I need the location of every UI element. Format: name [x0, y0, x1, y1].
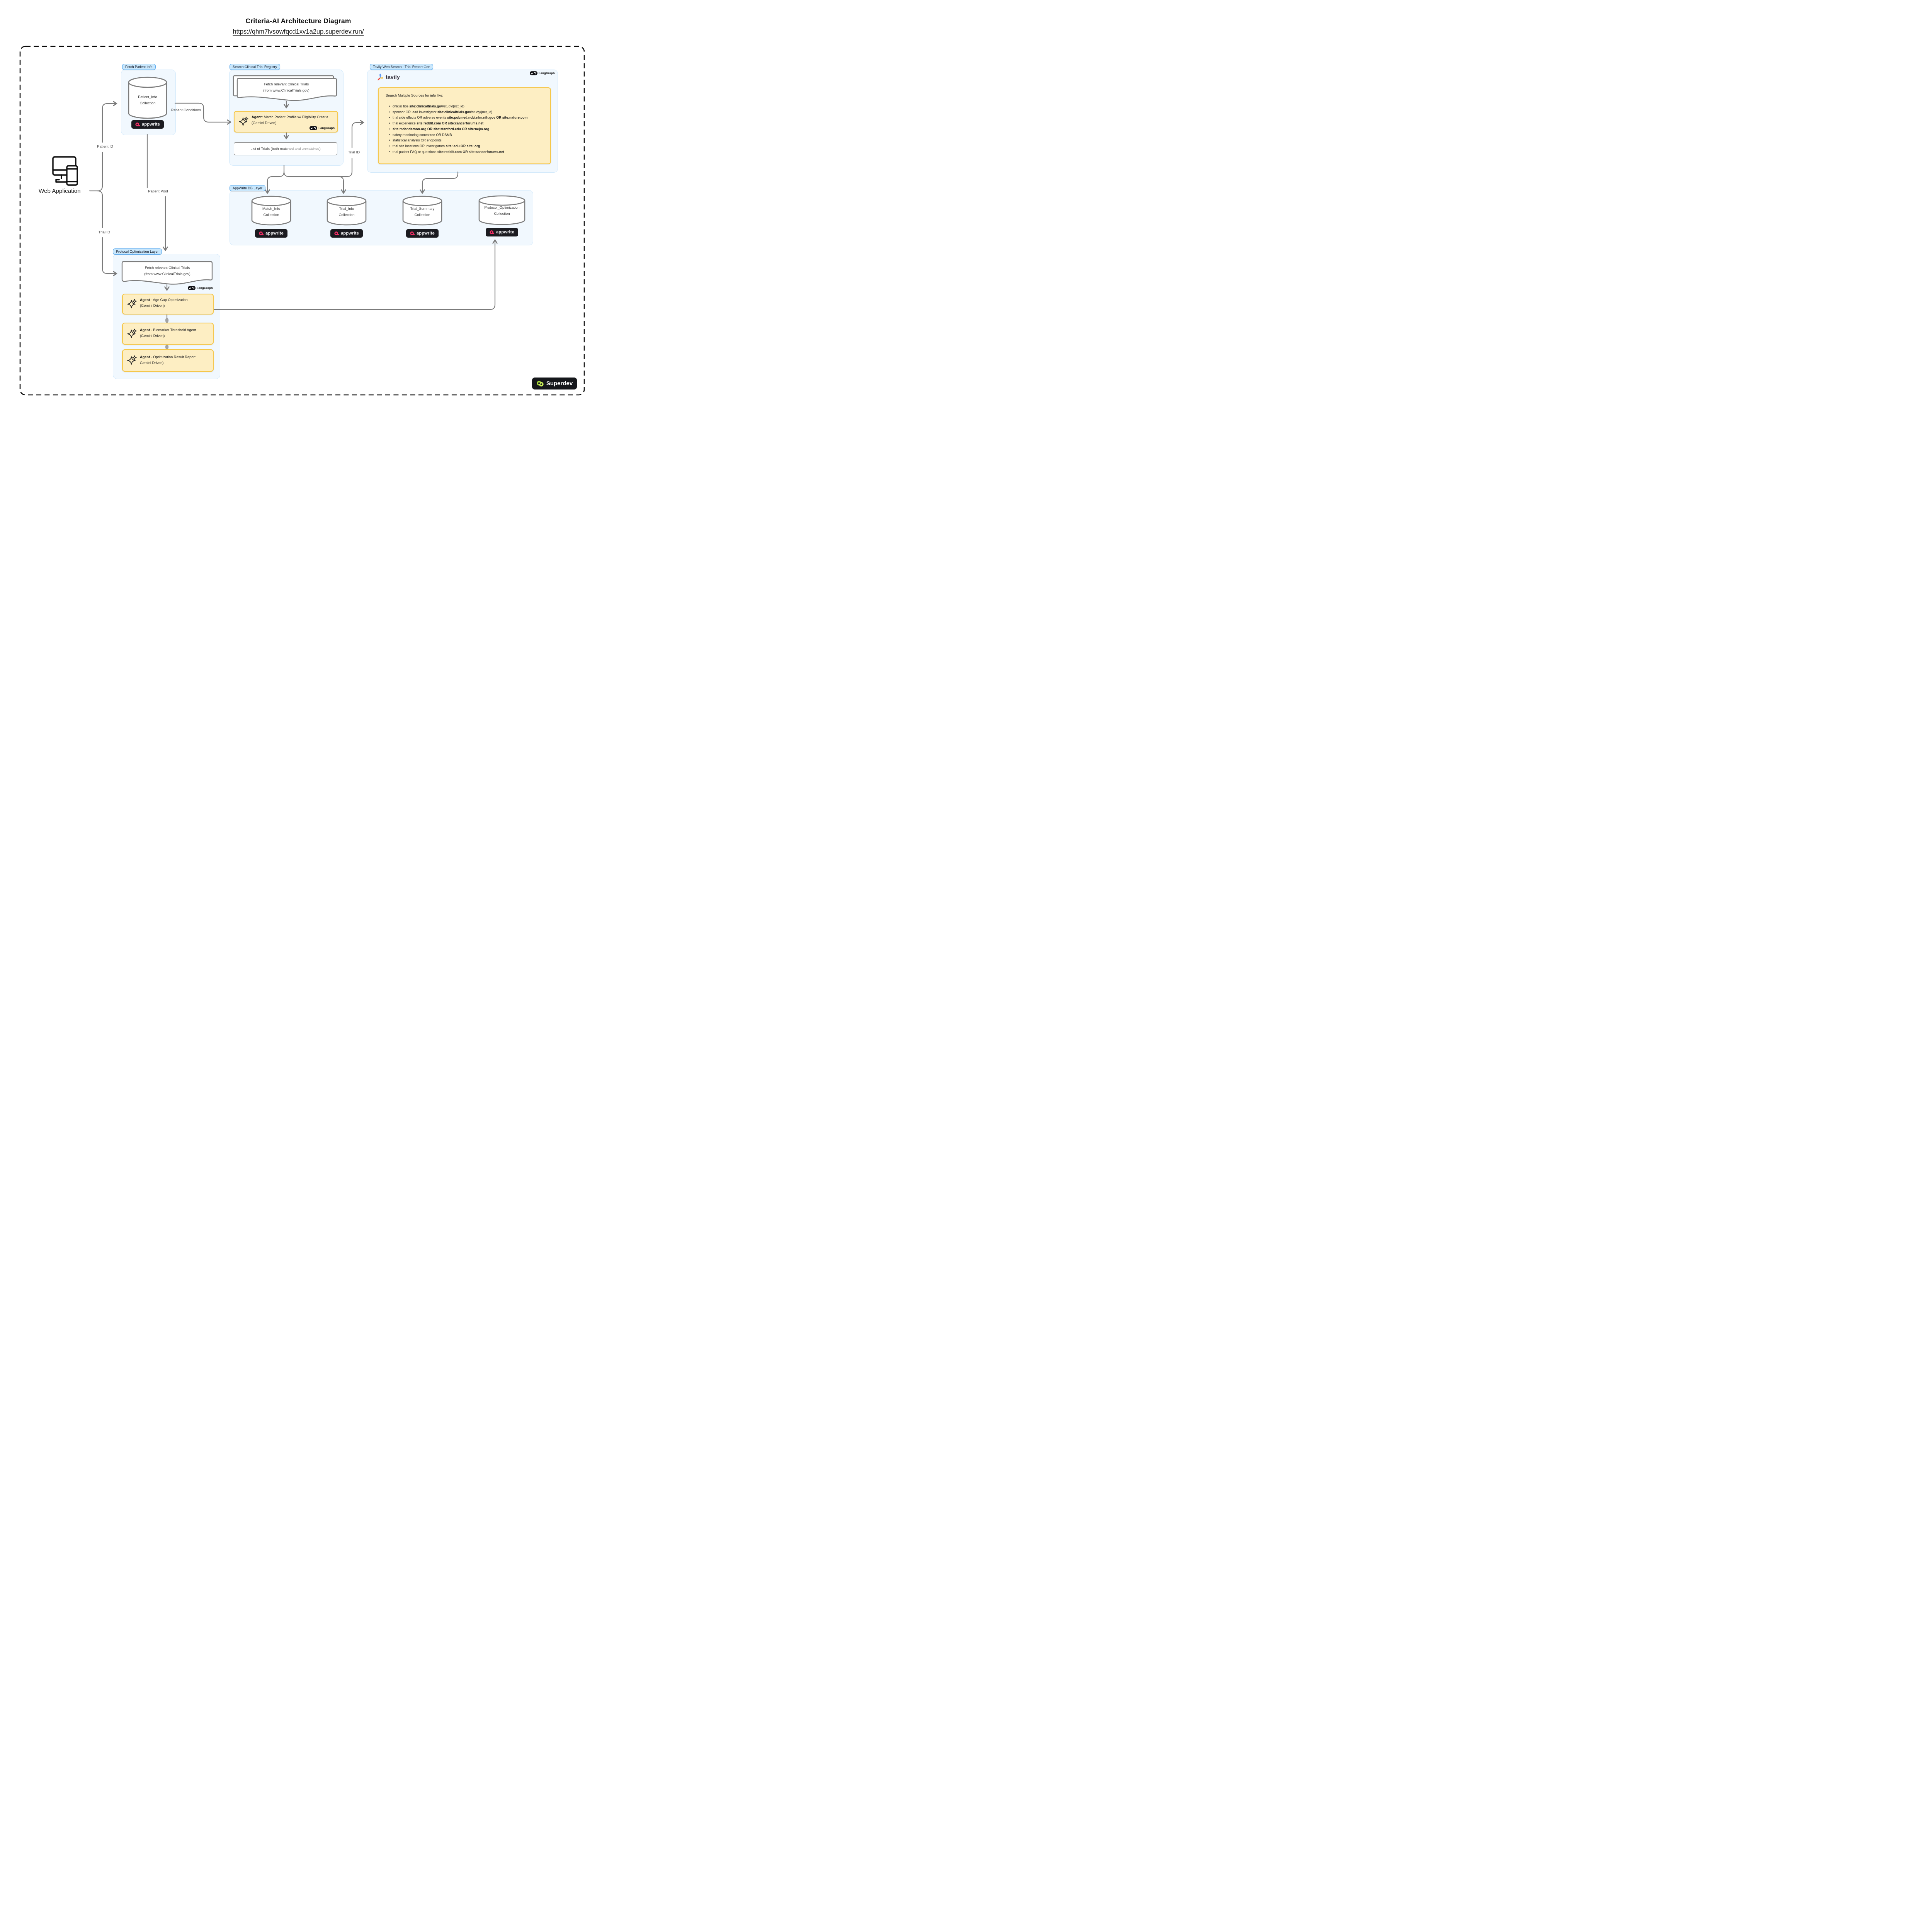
age-gap-agent-box: Agent - Age Gap Optimization (Gemini Dri… [122, 294, 214, 315]
appwrite-icon [490, 230, 495, 234]
tavily-bullet: •trial experience site:reddit.com OR sit… [389, 121, 484, 126]
tavily-icon [378, 73, 384, 80]
tavily-search-box: Search Multiple Sources for info like: •… [378, 87, 551, 164]
list-of-trials-box: List of Trials (both matched and unmatch… [234, 142, 337, 155]
tag-fetch-patient-info: Fetch Patient Info [122, 64, 156, 70]
tavily-bullet-list: •official title site:clinicaltrials.gov/… [389, 104, 546, 155]
match-agent-text: Agent: Match Patient Profile w/ Eligibil… [252, 115, 328, 125]
web-application-label: Web Application [39, 188, 81, 194]
tavily-bullet: •trial site locations OR investigators s… [389, 144, 480, 148]
match-info-label: Match_Info Collection [262, 207, 280, 217]
appwrite-icon [410, 231, 415, 235]
edge-label-patient-pool: Patient Pool [141, 189, 175, 194]
sparkle-icon [239, 116, 248, 126]
langgraph-badge: LangGraph [310, 126, 335, 130]
langgraph-icon [310, 126, 318, 130]
langgraph-badge: LangGraph [530, 71, 555, 75]
sparkle-icon [127, 299, 137, 308]
tag-protocol-layer: Protocol Optimization Layer [113, 248, 162, 255]
result-report-agent-box: Agent - Optimization Result Report Gemin… [122, 349, 214, 372]
superdev-icon [537, 381, 544, 386]
biomarker-agent-box: Agent - Biomarker Threshold Agent (Gemin… [122, 323, 214, 345]
sparkle-icon [127, 355, 137, 365]
tavily-bullet: •trial patient FAQ or questions site:red… [389, 150, 504, 154]
age-gap-agent-text: Agent - Age Gap Optimization (Gemini Dri… [140, 298, 188, 308]
match-agent-box: Agent: Match Patient Profile w/ Eligibil… [234, 111, 338, 133]
appwrite-icon [259, 231, 264, 235]
langgraph-badge: LangGraph [188, 286, 213, 290]
edge-label-trial-id-left: Trial ID [94, 230, 115, 235]
trial-info-label: Trial_Info Collection [338, 207, 355, 217]
tavily-bullet: •trial side effects OR adverse events si… [389, 116, 528, 120]
langgraph-icon [188, 286, 196, 290]
architecture-diagram: Criteria-AI Architecture Diagram https:/… [0, 0, 597, 410]
appwrite-icon [334, 231, 339, 235]
tavily-bullet: •sponsor OR lead investigator site:clini… [389, 110, 493, 114]
tag-search-registry: Search Clinical Trial Registry [230, 64, 281, 70]
patient-info-cylinder-label: Patient_Info Collection [138, 95, 157, 105]
trial-summary-label: Trial_Summary Collection [410, 207, 435, 217]
web-application-icon [52, 156, 78, 186]
tavily-bullet: •statistical analysis OR endpoints [389, 138, 442, 143]
page-title: Criteria-AI Architecture Diagram [245, 17, 351, 25]
sparkle-icon [127, 328, 137, 338]
appwrite-badge: appwrite [486, 228, 518, 236]
diagram-url-link[interactable]: https://qhm7lvsowfqcd1xv1a2up.superdev.r… [233, 28, 364, 35]
biomarker-agent-text: Agent - Biomarker Threshold Agent (Gemin… [140, 328, 196, 338]
tag-appwrite-db-layer: AppWrite DB Layer [230, 185, 265, 191]
appwrite-badge: appwrite [330, 229, 363, 238]
edge-label-patient-id: Patient ID [93, 145, 117, 149]
tavily-bullet: •official title site:clinicaltrials.gov/… [389, 104, 464, 108]
tag-tavily: Tavily Web Search - Trial Report Gen [370, 64, 434, 70]
superdev-badge: Superdev [532, 378, 577, 389]
protocol-optimization-label: Protocol_Optimization Collection [484, 206, 520, 216]
langgraph-icon [530, 71, 537, 75]
appwrite-badge: appwrite [131, 120, 164, 129]
appwrite-badge: appwrite [406, 229, 439, 238]
tavily-box-title: Search Multiple Sources for info like: [386, 94, 444, 97]
appwrite-badge: appwrite [255, 229, 287, 238]
edge-label-trial-id-mid: Trial ID [345, 150, 363, 155]
tavily-logo: tavily [376, 73, 400, 81]
protocol-document-text: Fetch relevant Clinical Trials (from www… [144, 266, 190, 276]
edge-label-patient-conditions: Patient Conditions [171, 108, 201, 112]
tavily-bullet: •safety monitoring committee OR DSMB [389, 133, 452, 137]
result-report-agent-text: Agent - Optimization Result Report Gemin… [140, 355, 196, 365]
tavily-bullet: •site:mdanderson.org OR site:stanford.ed… [389, 127, 490, 131]
search-document-text: Fetch relevant Clinical Trials (from www… [263, 82, 310, 92]
appwrite-icon [135, 122, 140, 126]
